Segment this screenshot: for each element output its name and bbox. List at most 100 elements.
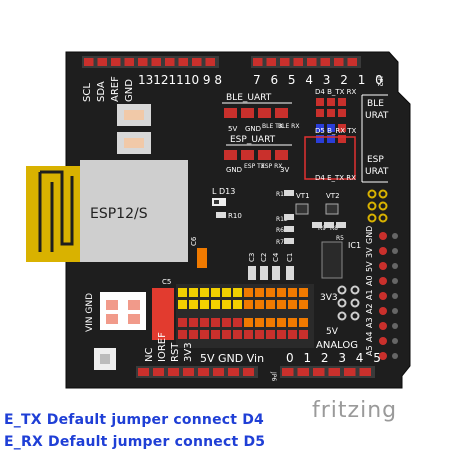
- orange-pin: [288, 300, 297, 309]
- top-left-pin-pin: [138, 58, 148, 66]
- mounting-holes: [337, 189, 388, 321]
- shield-board-diagram: JP2 SCL SDA AREF GND 13121110 9 8 7 6 5 …: [26, 51, 411, 389]
- side-pin-secondary: [392, 353, 398, 359]
- red-pin: [200, 318, 209, 327]
- side-pin: [379, 292, 387, 300]
- grove-3v3-label: 3V3: [320, 293, 338, 303]
- yellow-pin: [211, 288, 220, 297]
- jumper-pin: [338, 98, 346, 106]
- jumper-pin: [316, 124, 324, 132]
- jumper-highlight-box: [304, 136, 356, 180]
- cap-c5: C5: [162, 278, 171, 286]
- jumper-pin: [327, 109, 335, 117]
- esp12s-label: ESP12/S: [90, 206, 148, 222]
- top-right-pin-pin: [266, 58, 276, 66]
- red-pin: [233, 318, 242, 327]
- top-right-pin-pin: [293, 58, 303, 66]
- side-label: A4: [365, 331, 374, 342]
- analog-header-pin: [344, 368, 356, 376]
- power-header-pin: [198, 368, 209, 376]
- side-pin-secondary: [392, 338, 398, 344]
- red-pin: [244, 330, 253, 339]
- side-label: A5: [365, 345, 374, 356]
- smd-resistor: [336, 222, 346, 228]
- yellow-pin: [233, 300, 242, 309]
- jumper-mid-label: D5 B_RX TX: [315, 127, 357, 135]
- cap-c6-body: [197, 248, 207, 268]
- side-pin: [379, 277, 387, 285]
- side-pin-secondary: [392, 263, 398, 269]
- esp12s-module: [80, 160, 188, 262]
- top-right-pin-pin: [334, 58, 344, 66]
- vin-gnd-label: VIN GND: [85, 293, 95, 332]
- smd-resistors: [284, 190, 346, 244]
- ble-pin-rx: BLE RX: [278, 123, 299, 130]
- icsp-hole: [367, 213, 377, 223]
- analog-header-pin: [297, 368, 309, 376]
- grove-hole: [350, 298, 360, 308]
- res-r9: R9: [318, 225, 326, 232]
- smd-capacitor: [286, 266, 294, 280]
- power-header-pin: [168, 368, 179, 376]
- side-label: A0: [365, 275, 374, 286]
- analog-header-pin: [313, 368, 325, 376]
- yellow-pin: [222, 288, 231, 297]
- aref-label: AREF: [110, 76, 121, 102]
- top-header-right: [251, 56, 361, 68]
- side-pin-secondary: [392, 308, 398, 314]
- antenna-trace: [38, 170, 74, 252]
- ble-pin-tx: BLE TX: [262, 123, 283, 130]
- side-pin-secondary: [392, 233, 398, 239]
- jumper-pin: [316, 109, 324, 117]
- icsp-hole: [378, 213, 388, 223]
- top-left-pin-pin: [205, 58, 215, 66]
- esp-uart-header: [224, 150, 288, 160]
- top-right-pin-pin: [307, 58, 317, 66]
- power-header-pin: [183, 368, 194, 376]
- power-header-housing: [136, 366, 258, 378]
- grove-5v-label: 5V: [326, 327, 339, 337]
- top-left-pin-pin: [165, 58, 175, 66]
- ble-pin-gnd: GND: [245, 125, 261, 133]
- top-left-pin-pin: [178, 58, 188, 66]
- ble-urat-line2: URAT: [365, 111, 389, 121]
- esp-pin-3v: 3V: [280, 166, 289, 174]
- capacitor-bank: [248, 266, 294, 280]
- power-header-pin: [213, 368, 224, 376]
- side-pin-secondary: [392, 293, 398, 299]
- bottom-ioref: IOREF: [157, 332, 168, 362]
- ble-uart-label: BLE_UART: [226, 93, 272, 103]
- side-label: A3: [365, 317, 374, 328]
- fritzing-watermark: fritzing: [312, 398, 398, 423]
- jumper-pin: [327, 135, 335, 143]
- yellow-pin: [178, 300, 187, 309]
- vt1-transistor: [295, 203, 309, 215]
- esp-header-pin: [224, 150, 237, 160]
- orange-pin: [266, 288, 275, 297]
- smd-resistor: [324, 222, 334, 228]
- red-pin: [255, 330, 264, 339]
- ble-header-pin: [258, 108, 271, 118]
- side-pin-secondary: [392, 278, 398, 284]
- grove-hole: [350, 285, 360, 295]
- yellow-pin: [178, 288, 187, 297]
- jumper-pin: [316, 98, 324, 106]
- top-header-left: [82, 56, 219, 68]
- esp-pin-rx: ESP RX: [261, 163, 282, 170]
- side-pin: [379, 247, 387, 255]
- top-right-pin-housing: [251, 56, 361, 68]
- res-r11: R11: [276, 191, 288, 198]
- bottom-power-labels: 5V GND Vin: [200, 352, 264, 365]
- red-pin: [266, 330, 275, 339]
- ble-header-pin: [241, 108, 254, 118]
- smd-capacitor: [272, 266, 280, 280]
- ic1-label: IC1: [348, 241, 361, 250]
- red-pin: [222, 318, 231, 327]
- red-pin: [277, 330, 286, 339]
- side-header: [379, 232, 398, 360]
- smd-capacitor: [248, 266, 256, 280]
- red-pin: [211, 318, 220, 327]
- side-pin-secondary: [392, 248, 398, 254]
- smd-resistor: [284, 214, 294, 220]
- d13-label: L D13: [212, 187, 235, 196]
